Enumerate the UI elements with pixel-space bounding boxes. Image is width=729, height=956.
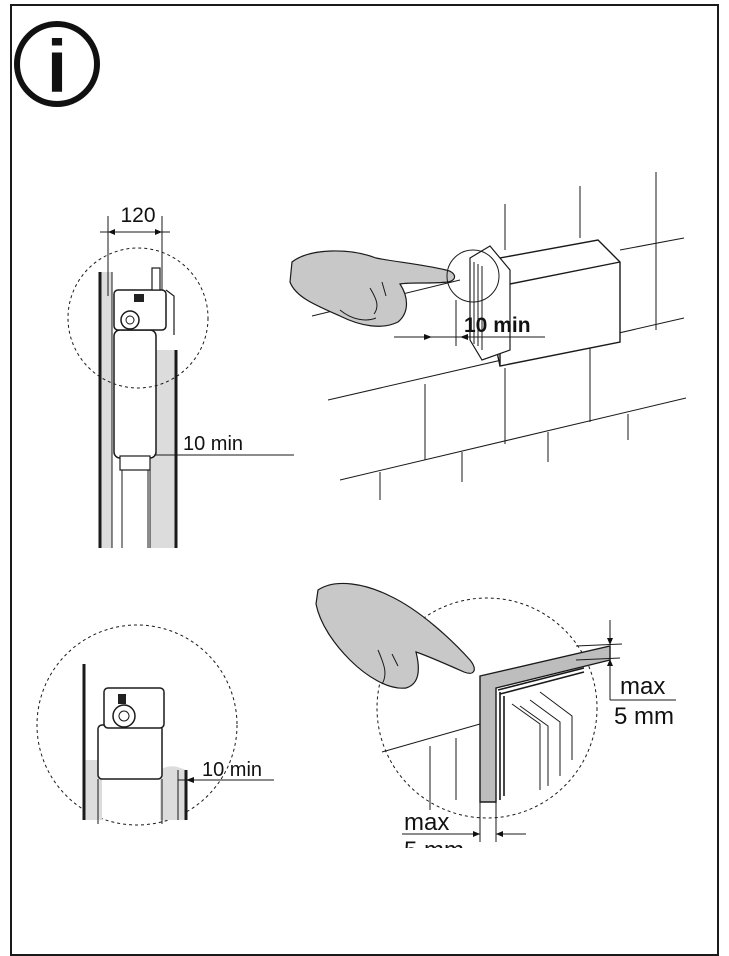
top-left-clearance-label: 10 min [183, 433, 243, 455]
bottom-right-horizontal-max-value: 5 mm [404, 837, 464, 864]
info-icon-glyph: i [47, 25, 68, 108]
bottom-right-vertical-max-label: max [620, 673, 665, 700]
info-icon: i [14, 21, 100, 108]
figure-bottom-right [315, 582, 676, 842]
bottom-left-clearance-label: 10 min [202, 759, 262, 781]
figure-top-right [289, 172, 687, 500]
top-right-clearance-label: 10 min [464, 314, 531, 337]
figure-bottom-left [36, 624, 274, 826]
figure-top-left [67, 216, 294, 548]
bottom-right-horizontal-max-label: max [404, 809, 449, 836]
top-left-width-label: 120 [120, 204, 155, 227]
bottom-right-vertical-max-value: 5 mm [614, 703, 674, 730]
